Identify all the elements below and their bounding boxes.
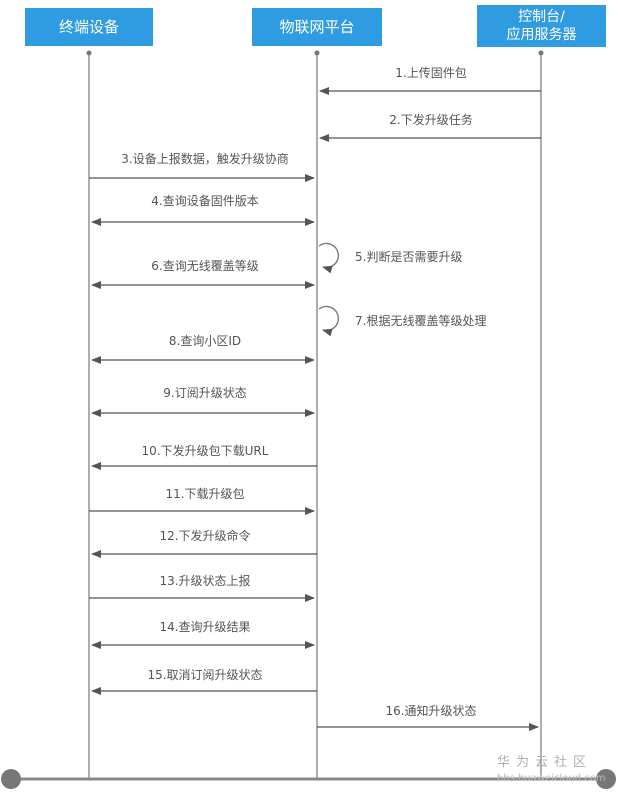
message-label: 10.下发升级包下载URL	[142, 443, 269, 458]
message-15: 15.取消订阅升级状态	[91, 668, 317, 695]
message-14: 14.查询升级结果	[91, 620, 315, 649]
watermark: 华为云社区 bbs.huaweicloud.com	[497, 754, 606, 784]
message-label: 13.升级状态上报	[159, 573, 250, 588]
message-2: 2.下发升级任务	[319, 112, 541, 142]
bottom-right-circle	[596, 769, 616, 789]
message-label: 7.根据无线覆盖等级处理	[355, 314, 486, 328]
message-label: 8.查询小区ID	[169, 334, 241, 348]
watermark-brand: 华为云社区	[497, 754, 592, 770]
actor-iot-platform: 物联网平台	[252, 8, 382, 46]
self-loop-arrow	[318, 305, 340, 337]
message-label: 9.订阅升级状态	[163, 386, 246, 400]
self-loop-arrow	[318, 242, 340, 274]
message-label: 15.取消订阅升级状态	[147, 668, 262, 682]
message-label: 4.查询设备固件版本	[151, 194, 258, 208]
watermark-url: bbs.huaweicloud.com	[497, 773, 606, 784]
message-label: 16.通知升级状态	[385, 704, 476, 718]
actor-console-app-server: 控制台/ 应用服务器	[477, 5, 606, 47]
actor-terminal-device: 终端设备	[25, 8, 153, 46]
bottom-bar	[1, 769, 616, 789]
message-11: 11.下载升级包	[89, 487, 315, 515]
message-13: 13.升级状态上报	[89, 573, 315, 602]
message-label: 6.查询无线覆盖等级	[151, 259, 258, 273]
message-10: 10.下发升级包下载URL	[91, 443, 317, 470]
message-3: 3.设备上报数据，触发升级协商	[89, 151, 315, 182]
message-label: 2.下发升级任务	[389, 112, 472, 127]
message-label: 11.下载升级包	[165, 487, 244, 501]
message-9: 9.订阅升级状态	[91, 386, 315, 417]
message-8: 8.查询小区ID	[91, 334, 315, 364]
bottom-left-circle	[1, 769, 21, 789]
message-5: 5.判断是否需要升级	[318, 242, 462, 274]
message-label: 12.下发升级命令	[159, 528, 250, 543]
message-4: 4.查询设备固件版本	[91, 194, 315, 226]
lifelines	[86, 50, 544, 779]
message-label: 5.判断是否需要升级	[355, 249, 462, 264]
message-12: 12.下发升级命令	[91, 528, 317, 558]
message-6: 6.查询无线覆盖等级	[91, 259, 315, 289]
message-label: 3.设备上报数据，触发升级协商	[121, 151, 288, 166]
message-label: 14.查询升级结果	[159, 620, 250, 634]
message-7: 7.根据无线覆盖等级处理	[318, 305, 486, 337]
messages: 1.上传固件包 2.下发升级任务 3.设备上报数据，触发升级协商 4.查询设备固件版本…	[89, 65, 541, 731]
message-16: 16.通知升级状态	[317, 704, 539, 731]
message-label: 1.上传固件包	[395, 65, 466, 80]
message-1: 1.上传固件包	[319, 65, 541, 95]
